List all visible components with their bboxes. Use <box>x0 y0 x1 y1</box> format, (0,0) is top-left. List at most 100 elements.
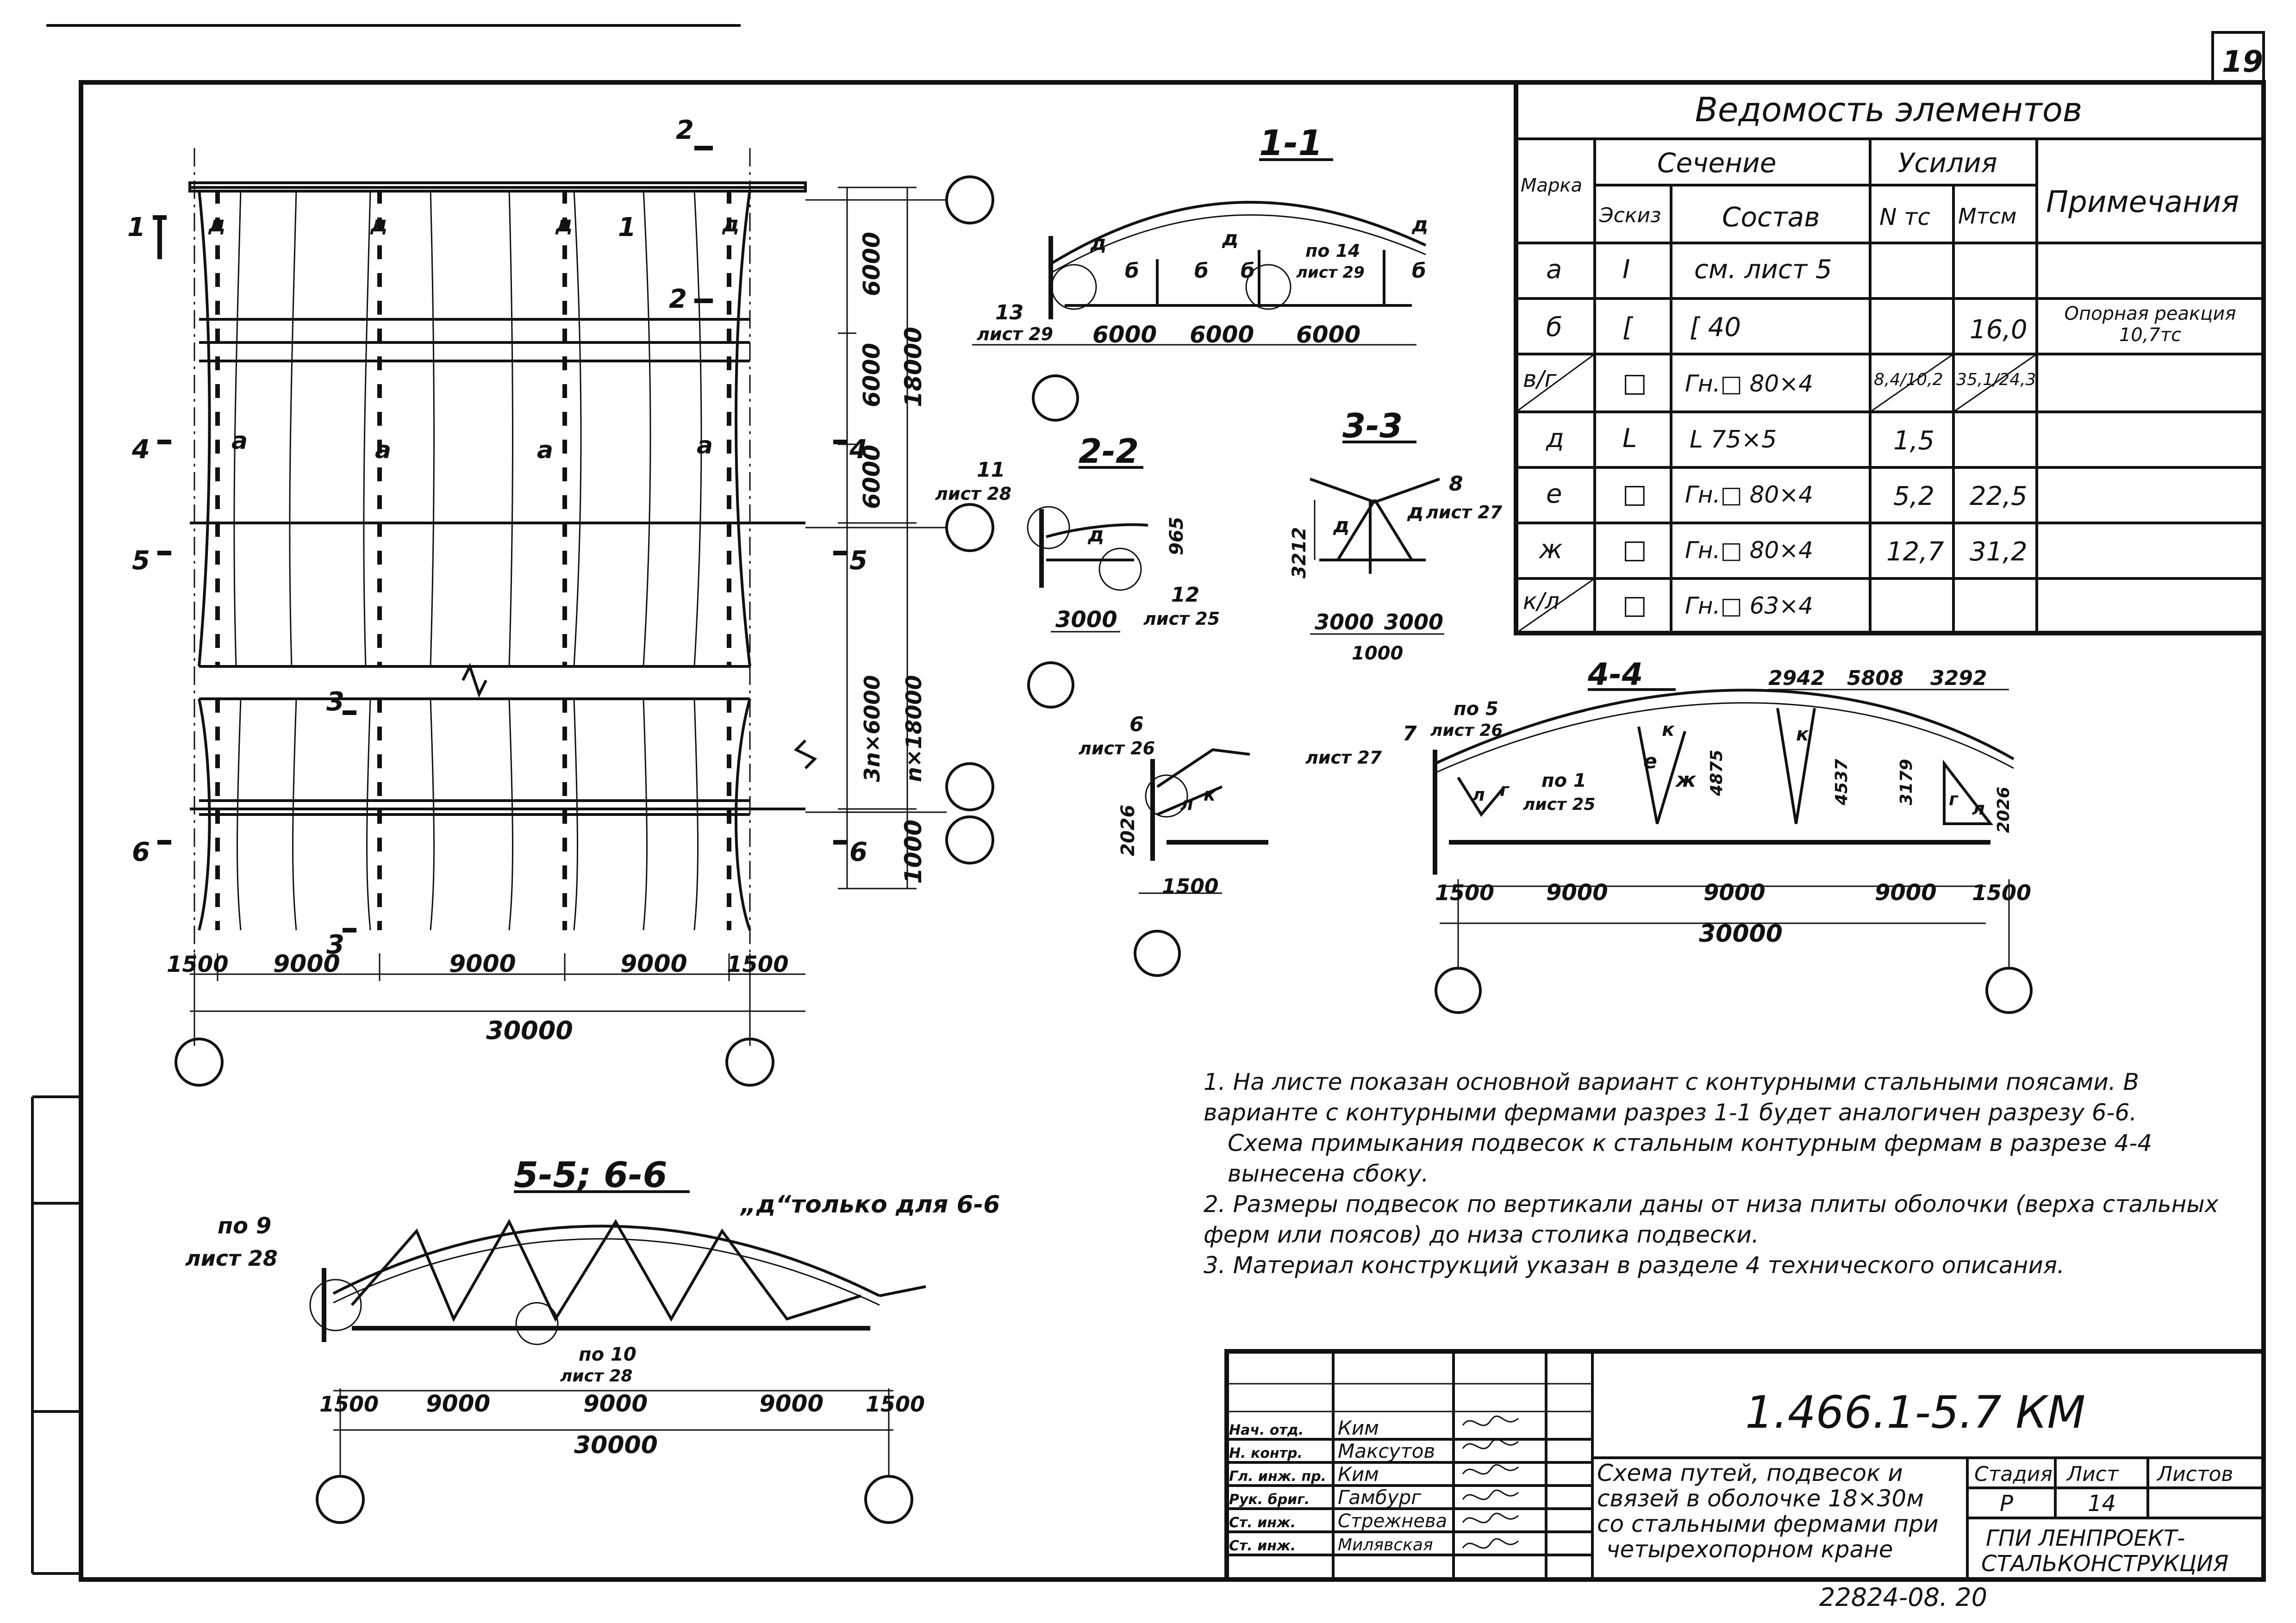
cut-2-bottom: 2 <box>669 284 687 314</box>
s44-ref7: 7 <box>1403 722 1417 746</box>
table-header-sketch: Эскиз <box>1599 204 1661 227</box>
s56-ref10-sheet: лист 28 <box>560 1367 632 1386</box>
d-only-note: „д“только для 6-6 <box>740 1191 1000 1219</box>
cut-1-right: 1 <box>618 212 636 243</box>
s11-label-b3: б <box>1412 259 1426 283</box>
s44-label-l1: л <box>1972 798 1985 819</box>
footer-number: 22824-08. 20 <box>1819 1583 1987 1612</box>
signature <box>1462 1489 1519 1500</box>
row-comp: L 75×5 <box>1690 426 1777 454</box>
title-block-grid <box>1224 1349 2266 1582</box>
s44-label-g1: г <box>1949 789 1959 809</box>
note-2: 2. Размеры подвесок по вертикали даны от… <box>1204 1191 2219 1248</box>
s44-label-zh: ж <box>1675 768 1697 792</box>
row-sketch: [ <box>1622 312 1633 342</box>
title-line-2: со стальными фермами при <box>1597 1511 1939 1537</box>
s6-label-k: к <box>1204 784 1216 805</box>
section-title-1-1: 1-1 <box>1259 122 1323 163</box>
plan-dim-3n: 3n×6000 <box>860 675 885 782</box>
row-n: 1,5 <box>1893 426 1935 456</box>
plan-dim-b2: 9000 <box>449 950 516 978</box>
section-1-1 <box>972 158 1427 422</box>
s56-dim-1: 9000 <box>426 1390 490 1417</box>
s44-label-l0: л <box>1472 784 1485 805</box>
row-m: 31,2 <box>1970 537 2028 567</box>
row-comp: Гн.□ 63×4 <box>1685 592 1813 619</box>
row-sketch: □ <box>1622 368 1647 398</box>
s44-v-dim-1: 4537 <box>1832 759 1851 806</box>
note-1: 1. На листе показан основной вариант с к… <box>1204 1069 2139 1126</box>
s56-total: 30000 <box>574 1431 658 1459</box>
drawing-labels: 30000 1500 9000 9000 9000 1500 6000 6000… <box>127 45 2263 1612</box>
row-note: Опорная реакция 10,7тс <box>2064 303 2236 346</box>
s33-dim-0: 3000 <box>1315 609 1374 634</box>
sheet-header: Лист <box>2066 1462 2119 1486</box>
plan-dim-n18000: n×18000 <box>901 675 926 782</box>
section-6-detail <box>1134 748 1268 977</box>
plan-view <box>153 146 994 1087</box>
cut-3-top: 3 <box>326 687 344 717</box>
signature <box>1462 1464 1519 1475</box>
s44-dim-1: 9000 <box>1546 880 1608 906</box>
row-mark: ж <box>1539 535 1563 565</box>
plan-dim-r3: 1000 <box>900 820 927 884</box>
table-header-section: Сечение <box>1657 147 1777 179</box>
general-notes: 1. На листе показан основной вариант с к… <box>1204 1067 2236 1281</box>
s22-ref: 11 <box>977 458 1005 482</box>
s44-v-dim-0: 4875 <box>1707 750 1726 796</box>
title-line-3: четырехопорном кране <box>1606 1536 1893 1563</box>
name-1: Максутов <box>1338 1440 1435 1462</box>
plan-label-d2: д <box>555 211 573 236</box>
row-comp: Гн.□ 80×4 <box>1685 370 1813 397</box>
row-sketch: □ <box>1622 479 1647 509</box>
s22-ref-sheet: лист 28 <box>935 484 1011 504</box>
s6-dim-v: 2026 <box>1117 805 1139 856</box>
s44-total: 30000 <box>1699 920 1783 948</box>
s11-ref-13-sheet: лист 29 <box>977 324 1053 344</box>
note-3: 3. Материал конструкций указан в разделе… <box>1204 1252 2065 1279</box>
s56-dim-2: 9000 <box>583 1390 648 1417</box>
row-sketch: □ <box>1622 590 1647 620</box>
s22-label: д <box>1087 523 1104 547</box>
section-title-3-3: 3-3 <box>1342 406 1403 445</box>
s44-ref1: по 1 <box>1541 770 1586 791</box>
plan-label-a3: а <box>697 432 713 460</box>
s44-label-k1: к <box>1796 724 1809 745</box>
s44-top-dim-0: 2942 <box>1768 666 1825 690</box>
role-4: Ст. инж. <box>1229 1515 1296 1531</box>
cut-1-left: 1 <box>127 212 145 243</box>
row-m: 35,1/24,3 <box>1956 370 2036 389</box>
section-title-2-2: 2-2 <box>1079 432 1139 471</box>
note-1b: Схема примыкания подвесок к стальным кон… <box>1228 1130 2152 1187</box>
row-mark: в/г <box>1523 366 1557 392</box>
s11-dim-0: 6000 <box>1092 321 1157 348</box>
name-5: Милявская <box>1338 1536 1433 1555</box>
sheet-frame <box>79 80 2266 1582</box>
s11-dim-1: 6000 <box>1190 321 1254 348</box>
plan-dim-r2: 6000 <box>858 445 885 509</box>
plan-label-a2: а <box>537 436 553 464</box>
cut-5-right: 5 <box>849 546 867 576</box>
role-0: Нач. отд. <box>1229 1422 1304 1438</box>
table-header-n: N тс <box>1879 204 1930 230</box>
org-line-0: ГПИ ЛЕНПРОЕКТ- <box>1986 1525 2185 1551</box>
drawing-code: 1.466.1-5.7 КМ <box>1745 1387 2085 1438</box>
row-mark: е <box>1546 479 1562 509</box>
s56-ref9-sheet: лист 28 <box>185 1246 278 1271</box>
s56-ref10: по 10 <box>579 1344 636 1365</box>
stage-header: Стадия <box>1974 1462 2053 1486</box>
plan-top-beam <box>188 181 807 193</box>
row-n: 12,7 <box>1886 537 1944 567</box>
title-line-1: связей в оболочке 18×30м <box>1597 1485 1924 1512</box>
row-sketch: I <box>1622 255 1630 285</box>
s44-label-k0: к <box>1662 719 1675 740</box>
s56-ref9: по 9 <box>218 1213 271 1239</box>
s33-label-d1: д <box>1407 500 1424 523</box>
elements-table-grid <box>1514 80 2266 635</box>
s33-ref-sheet: лист 27 <box>1426 502 1503 522</box>
table-header-note: Примечания <box>2046 185 2239 219</box>
s6-label-l: л <box>1180 794 1193 814</box>
s6-dim: 1500 <box>1162 875 1218 898</box>
title-line-0: Схема путей, подвесок и <box>1597 1460 1903 1486</box>
s11-label-b1: б <box>1194 259 1209 283</box>
